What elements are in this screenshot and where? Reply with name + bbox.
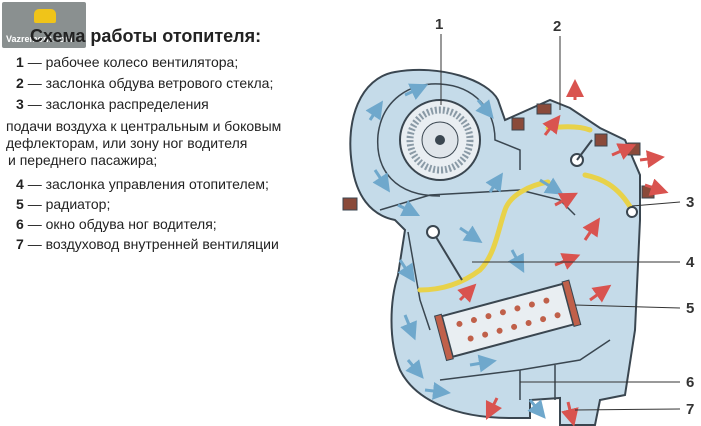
- callout-7: 7: [686, 401, 695, 418]
- legend-item-1: 1 — рабочее колесо вентилятора;: [16, 54, 239, 70]
- callout-3: 3: [686, 194, 695, 211]
- inner-wall-left: [407, 231, 431, 331]
- legend-item-5: 5 — радиатор;: [16, 196, 111, 212]
- legend-item-3-cont-3: и переднего пасажира;: [8, 152, 158, 168]
- car-icon: [34, 9, 56, 23]
- callout-6: 6: [686, 374, 695, 391]
- damper-4: [417, 179, 551, 293]
- callout-1: 1: [435, 16, 444, 33]
- logo-text: Vazremont.com: [6, 34, 73, 44]
- legend-item-2: 2 — заслонка обдува ветрового стекла;: [16, 75, 274, 91]
- legend-item-6: 6 — окно обдува ног водителя;: [16, 216, 217, 232]
- damper-4-pivot: [426, 225, 440, 239]
- damper-3-pivot: [626, 206, 638, 218]
- damper-2-lever: [576, 139, 593, 161]
- legend-item-3: 3 — заслонка распределения: [16, 96, 209, 112]
- callout-4: 4: [686, 254, 695, 271]
- diagram-title: Схема работы отопителя:: [30, 26, 262, 46]
- site-logo: Vazremont.com: [2, 2, 86, 48]
- warm-air-arrows: [457, 79, 669, 426]
- callout-5: 5: [686, 300, 695, 317]
- callout-lines: [440, 34, 681, 411]
- legend-item-3-cont-1: подачи воздуха к центральным и боковым: [6, 118, 282, 134]
- damper-3: [582, 172, 635, 213]
- legend-item-4: 4 — заслонка управления отопителем;: [16, 176, 269, 192]
- damper-4-lever: [432, 231, 463, 281]
- fan-wheel-icon: [399, 99, 481, 181]
- legend-item-7: 7 — воздуховод внутренней вентиляции: [16, 236, 279, 252]
- inner-wall-lower: [439, 339, 611, 381]
- vent-stubs: [342, 103, 655, 211]
- radiator: [433, 279, 582, 362]
- callout-2: 2: [553, 18, 562, 35]
- legend-item-3-cont-2: дефлекторам, или зону ног водителя: [6, 135, 248, 151]
- cold-air-arrows: [365, 83, 564, 419]
